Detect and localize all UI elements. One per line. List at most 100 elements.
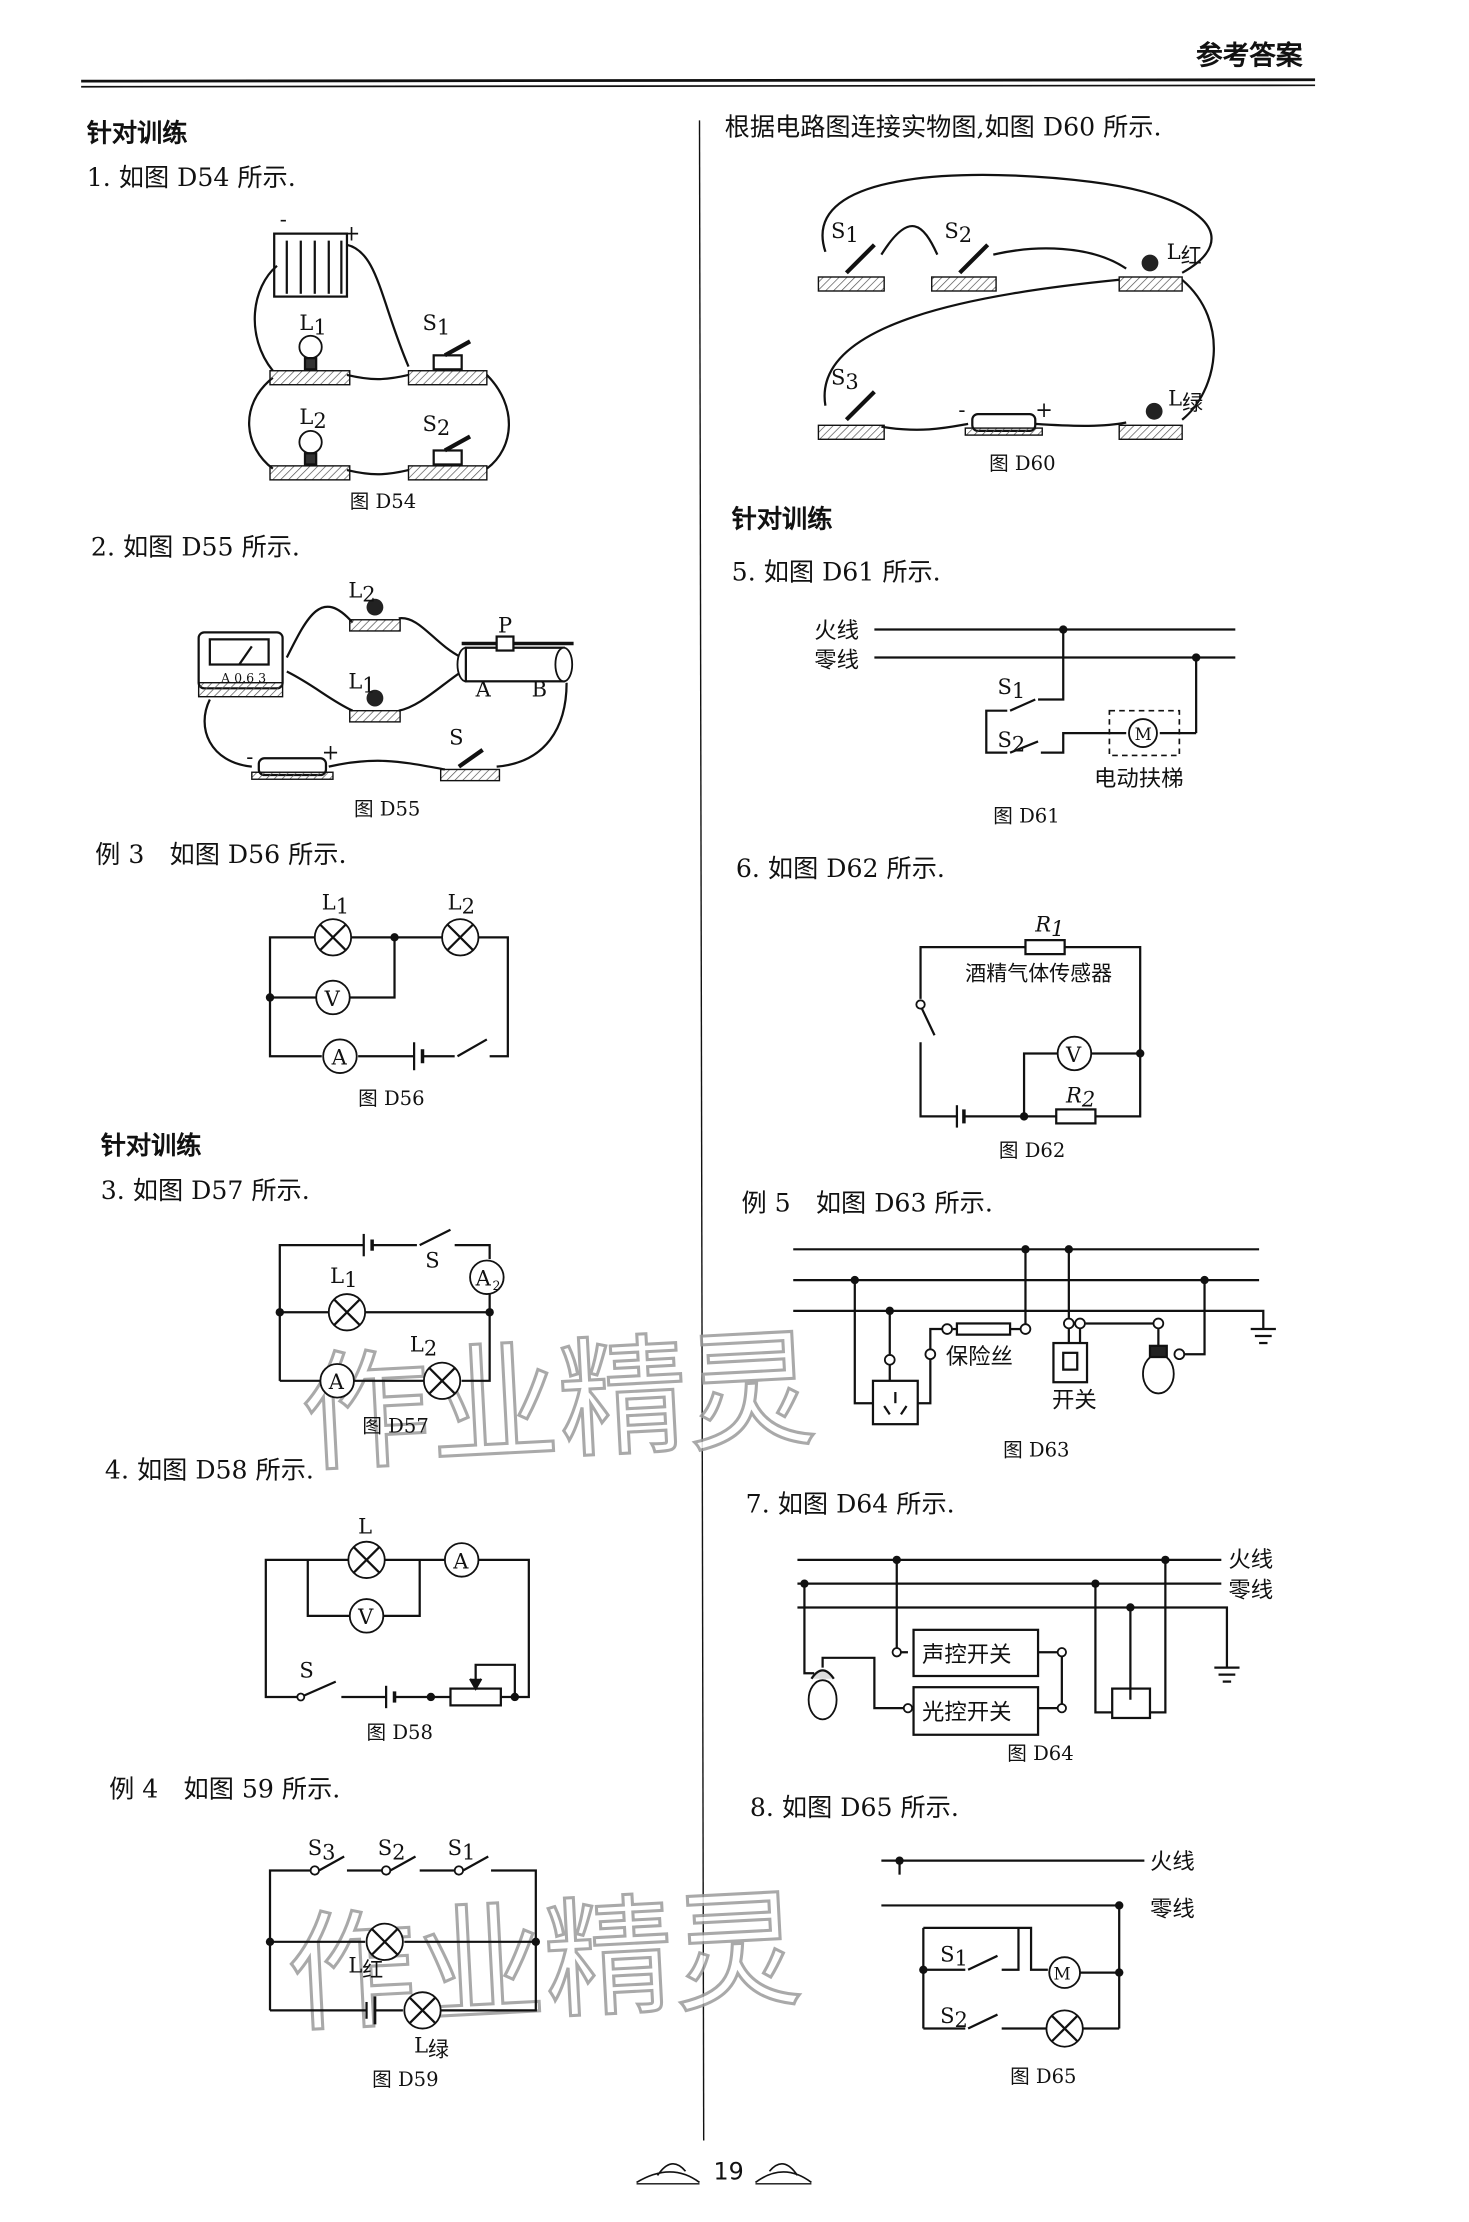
- svg-text:V: V: [357, 1605, 374, 1629]
- figure-d62: V R1 R2 酒精气体传感器: [915, 913, 1145, 1128]
- svg-text:L: L: [358, 1514, 372, 1538]
- figure-d60: -+ S1 S2 L红 S3 L绿: [817, 173, 1215, 440]
- svg-text:S1: S1: [997, 675, 1025, 703]
- battery-icon: [251, 757, 334, 780]
- svg-text:光控开关: 光控开关: [922, 1699, 1012, 1725]
- svg-text:L绿: L绿: [1168, 387, 1203, 415]
- svg-text:-: -: [246, 745, 253, 769]
- svg-text:S1: S1: [831, 219, 859, 247]
- figure-caption: 图 D64: [1007, 1743, 1074, 1766]
- svg-text:S2: S2: [378, 1836, 406, 1864]
- figure-caption: 图 D60: [989, 453, 1056, 476]
- example-item: 例 3 如图 D56 所示.: [95, 840, 347, 871]
- svg-text:V: V: [1065, 1043, 1082, 1067]
- svg-text:L红: L红: [348, 1954, 383, 1982]
- svg-text:S2: S2: [940, 2004, 968, 2032]
- figure-caption: 图 D65: [1010, 2066, 1077, 2089]
- svg-text:声控开关: 声控开关: [922, 1642, 1012, 1668]
- svg-text:+: +: [343, 222, 361, 246]
- figure-caption: 图 D58: [366, 1722, 433, 1745]
- svg-text:L1: L1: [348, 669, 375, 697]
- svg-text:A: A: [452, 1549, 469, 1573]
- figure-caption: 图 D62: [998, 1140, 1066, 1163]
- svg-text:L绿: L绿: [414, 2033, 449, 2061]
- figure-caption: 图 D57: [362, 1415, 429, 1439]
- bulb-icon: [807, 1669, 838, 1721]
- page-number: 19: [713, 2158, 744, 2187]
- section-heading: 针对训练: [731, 505, 833, 535]
- figure-caption: 图 D59: [372, 2069, 439, 2092]
- answer-item: 4. 如图 D58 所示.: [104, 1456, 314, 1486]
- svg-text:S1: S1: [940, 1942, 968, 1970]
- svg-text:A: A: [328, 1370, 345, 1394]
- svg-text:S1: S1: [422, 311, 450, 339]
- svg-text:火线: 火线: [1228, 1547, 1273, 1573]
- figure-d54: -+ L1 S1 L2 S2: [248, 208, 510, 481]
- knife-switch-icon: [432, 339, 472, 371]
- figure-caption: 图 D55: [353, 798, 421, 822]
- svg-text:M: M: [1135, 724, 1152, 744]
- bulb-icon: [298, 334, 323, 371]
- bulb-icon: [1142, 1344, 1175, 1395]
- figure-caption: 图 D54: [349, 491, 417, 514]
- watermark: 作业精灵: [297, 1315, 819, 1491]
- answer-item: 2. 如图 D55 所示.: [90, 533, 300, 563]
- svg-text:火线: 火线: [1150, 1849, 1195, 1875]
- svg-text:L2: L2: [448, 890, 475, 918]
- svg-text:S2: S2: [422, 412, 450, 440]
- svg-text:A: A: [475, 678, 492, 702]
- figure-d58: A V L S: [264, 1514, 530, 1709]
- svg-text:S3: S3: [831, 366, 859, 394]
- svg-text:A 0.6 3: A 0.6 3: [220, 671, 266, 686]
- knife-switch-icon: [432, 434, 472, 466]
- svg-text:2: 2: [492, 1278, 500, 1293]
- svg-text:S2: S2: [997, 728, 1025, 756]
- svg-text:S: S: [425, 1248, 439, 1272]
- svg-text:M: M: [1053, 1964, 1070, 1984]
- svg-text:零线: 零线: [814, 647, 859, 673]
- watermark: 作业精灵: [284, 1876, 806, 2052]
- svg-text:R2: R2: [1065, 1083, 1095, 1111]
- svg-text:A: A: [475, 1267, 492, 1291]
- svg-text:R1: R1: [1034, 913, 1064, 941]
- section-heading: 针对训练: [100, 1131, 202, 1162]
- svg-text:V: V: [324, 987, 341, 1011]
- multimeter-icon: A 0.6 3: [197, 631, 284, 698]
- answer-item: 3. 如图 D57 所示.: [100, 1176, 310, 1206]
- svg-text:L1: L1: [322, 890, 349, 918]
- figure-caption: 图 D56: [358, 1088, 425, 1111]
- svg-text:酒精气体传感器: 酒精气体传感器: [965, 962, 1112, 986]
- footer-ornament-icon: [636, 2163, 812, 2185]
- ground-icon: [1214, 1666, 1240, 1683]
- rheostat-icon: [456, 635, 574, 683]
- svg-text:P: P: [498, 613, 512, 637]
- example-item: 例 4 如图 59 所示.: [109, 1775, 341, 1805]
- svg-text:S: S: [299, 1658, 313, 1682]
- svg-text:L2: L2: [348, 578, 375, 606]
- svg-text:保险丝: 保险丝: [946, 1344, 1013, 1370]
- page-header-title: 参考答案: [1196, 40, 1303, 72]
- section-heading: 针对训练: [86, 118, 188, 149]
- answer-item: 1. 如图 D54 所示.: [86, 163, 296, 194]
- svg-text:A: A: [331, 1046, 348, 1070]
- svg-text:S1: S1: [448, 1836, 476, 1864]
- svg-text:+: +: [322, 741, 340, 765]
- column-divider: [698, 120, 705, 2141]
- svg-text:L1: L1: [299, 311, 326, 339]
- svg-text:L2: L2: [410, 1332, 437, 1360]
- svg-text:S3: S3: [308, 1836, 336, 1864]
- svg-text:B: B: [532, 678, 547, 702]
- svg-text:L2: L2: [299, 405, 326, 433]
- answer-item: 7. 如图 D64 所示.: [745, 1489, 955, 1520]
- svg-text:-: -: [958, 398, 965, 422]
- svg-text:电动扶梯: 电动扶梯: [1094, 766, 1184, 792]
- svg-text:+: +: [1035, 398, 1053, 422]
